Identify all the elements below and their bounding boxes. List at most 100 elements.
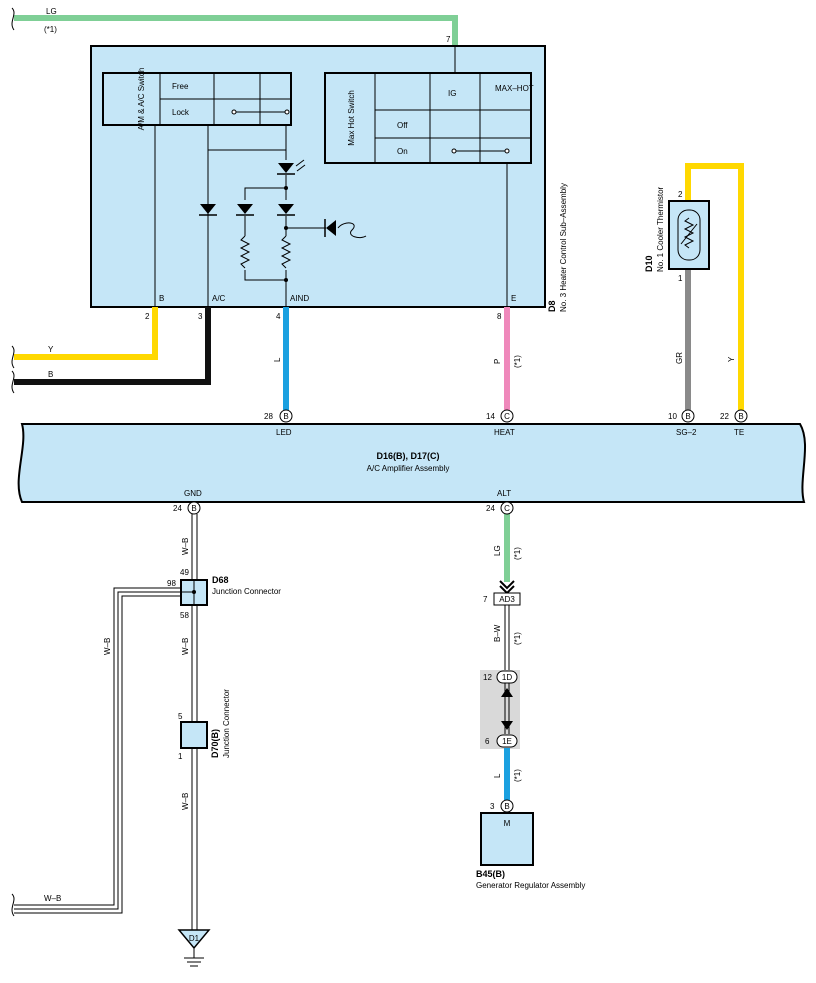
d70-pin-bottom: 1 [178, 752, 183, 761]
junction-1d-pin: 12 [483, 673, 492, 682]
alt-lg-note: (*1) [513, 547, 522, 560]
wire-b-left [14, 307, 211, 385]
svg-text:C: C [504, 504, 510, 513]
heater-control-id: D8 [547, 300, 557, 312]
am-switch-lock: Lock [172, 108, 190, 117]
terminal-ac: A/C [212, 294, 226, 303]
pin-2: 2 [145, 312, 150, 321]
d68-id: D68 [212, 575, 229, 585]
terminal-b: B [159, 294, 164, 303]
wire-p-code: P [493, 359, 502, 364]
svg-text:B: B [685, 412, 690, 421]
svg-text:B: B [191, 504, 196, 513]
svg-text:28: 28 [264, 412, 273, 421]
top-wire-note: (*1) [44, 25, 57, 34]
maxhot-switch-label: Max Hot Switch [347, 90, 356, 146]
amp-pin-28: B 28 LED [264, 409, 293, 437]
svg-text:22: 22 [720, 412, 729, 421]
junction-1e [496, 734, 518, 748]
amplifier-id: D16(B), D17(C) [376, 451, 439, 461]
thermistor-pin-2: 2 [678, 190, 683, 199]
svg-text:24: 24 [486, 504, 495, 513]
amp-alt-label: ALT [497, 489, 511, 498]
thermistor-gr-code: GR [675, 352, 684, 364]
d70-name: Junction Connector [222, 689, 231, 758]
maxhot-row-on: On [397, 147, 408, 156]
am-switch-table [102, 72, 292, 126]
am-switch-label: A/M & A/C Switch [137, 68, 146, 131]
gen-pin: B 3 [490, 799, 514, 813]
svg-text:LED: LED [276, 428, 292, 437]
junction-1d [496, 670, 518, 684]
am-switch-free: Free [172, 82, 189, 91]
wb-code-3: W–B [181, 793, 190, 810]
d68-name: Junction Connector [212, 587, 281, 596]
wire-p-note: (*1) [513, 355, 522, 368]
maxhot-col-maxhot: MAX–HOT [495, 84, 534, 93]
svg-text:SG–2: SG–2 [676, 428, 697, 437]
svg-text:TE: TE [734, 428, 744, 437]
generator-name: Generator Regulator Assembly [476, 881, 585, 890]
thermistor-id: D10 [644, 255, 654, 272]
thermistor-y-code: Y [727, 356, 736, 362]
ad3-pin: 7 [483, 595, 488, 604]
alt-l-code: L [493, 773, 502, 778]
alt-lg-code: LG [493, 545, 502, 556]
wire-wb-gnd [14, 514, 198, 930]
pin-3: 3 [198, 312, 203, 321]
d70-id: D70(B) [210, 729, 220, 758]
top-wire-pin: 7 [446, 35, 451, 44]
svg-text:B: B [738, 412, 743, 421]
wire-b-code: B [48, 370, 53, 379]
amp-gnd-label: GND [184, 489, 202, 498]
thermistor-name: No. 1 Cooler Thermistor [656, 186, 665, 272]
svg-text:10: 10 [668, 412, 677, 421]
terminal-aind: AIND [290, 294, 309, 303]
maxhot-col-ig: IG [448, 89, 456, 98]
gnd-pin: B 24 [173, 501, 201, 515]
d70-pin-top: 5 [178, 712, 183, 721]
ground-label: D1 [189, 934, 200, 943]
arrow-up-icon [501, 688, 513, 697]
thermistor-symbol [677, 209, 701, 261]
svg-text:C: C [504, 412, 510, 421]
d68-pin-bottom: 58 [180, 611, 189, 620]
arrow-down-icon [501, 721, 513, 730]
wire-y-te [685, 163, 744, 410]
pin-4: 4 [276, 312, 281, 321]
terminal-e: E [511, 294, 516, 303]
wire-lg-top [11, 7, 458, 46]
thermistor-pin-1: 1 [678, 274, 683, 283]
generator-terminal: M [504, 819, 511, 828]
svg-text:HEAT: HEAT [494, 428, 515, 437]
wire-bw [504, 605, 510, 672]
alt-bw-note: (*1) [513, 632, 522, 645]
svg-text:B: B [504, 802, 509, 811]
svg-text:14: 14 [486, 412, 495, 421]
diode-symbols [199, 159, 336, 282]
amp-pin-10: B 10 SG–2 [668, 409, 697, 437]
maxhot-row-off: Off [397, 121, 408, 130]
ad3-connector [493, 592, 521, 606]
ground-symbol [177, 929, 211, 967]
d68-pin-top: 49 [180, 568, 189, 577]
wb-code-1: W–B [181, 538, 190, 555]
chevron-down-icon [499, 580, 515, 595]
junction-1e-label: 1E [502, 737, 512, 746]
amplifier-box [17, 423, 807, 503]
wb-code-left: W–B [103, 638, 112, 655]
maxhot-switch-table [324, 72, 532, 164]
junction-1d-label: 1D [502, 673, 512, 682]
alt-l-note: (*1) [513, 769, 522, 782]
amp-pin-22: B 22 TE [720, 409, 748, 437]
alt-bw-code: B–W [493, 624, 502, 642]
d68-pin-left: 98 [167, 579, 176, 588]
wire-y-code: Y [48, 345, 54, 354]
generator-id: B45(B) [476, 869, 505, 879]
ad3-label: AD3 [499, 595, 515, 604]
pin-8: 8 [497, 312, 502, 321]
generator-box [480, 812, 534, 866]
amp-pin-14: C 14 HEAT [486, 409, 515, 437]
